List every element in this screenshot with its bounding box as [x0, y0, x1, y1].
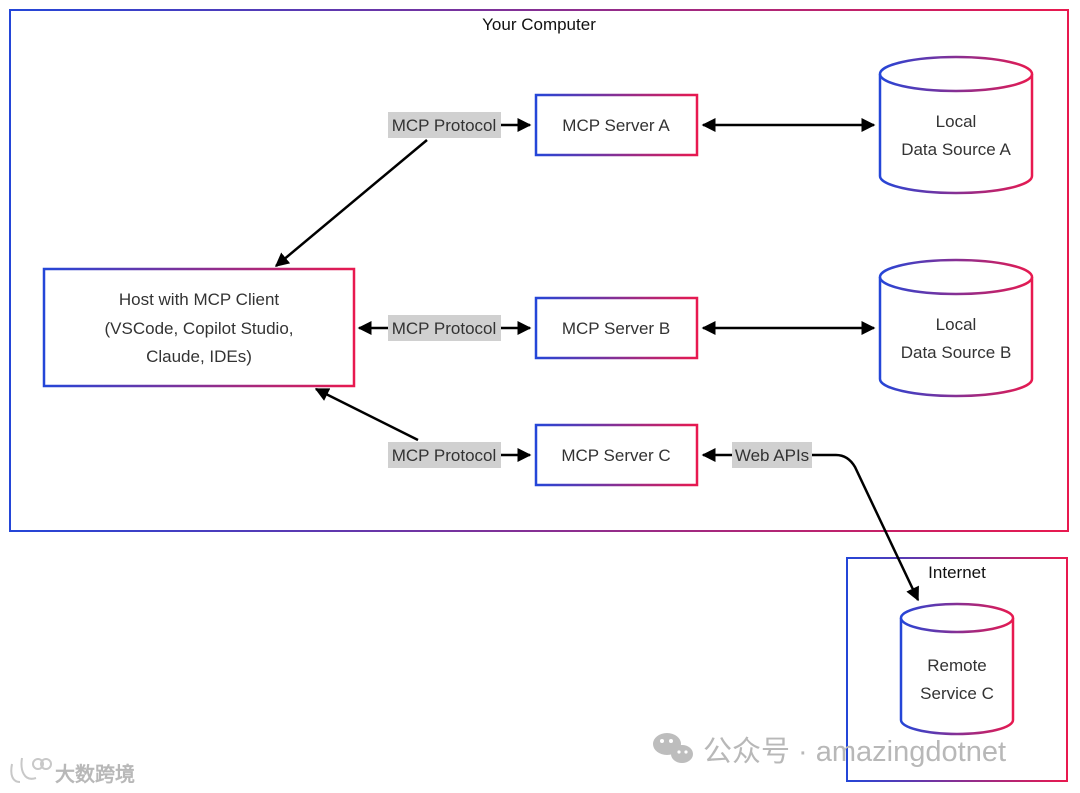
edge-web-apis-to-remote-service — [812, 453, 920, 602]
group-internet: Internet — [846, 557, 1068, 782]
group-your-computer: Your Computer — [9, 9, 1069, 532]
local-data-source-b-label-line-2: Data Source B — [901, 343, 1012, 362]
wechat-icon — [653, 733, 693, 763]
edge-label-protocol-c: MCP Protocol — [388, 442, 501, 468]
watermark-brand-text: 大数跨境 — [55, 762, 135, 786]
edge-label-protocol-b: MCP Protocol — [388, 315, 501, 341]
mcp-server-b-label: MCP Server B — [562, 319, 670, 338]
edge-protocol-c-to-host — [314, 387, 419, 442]
remote-service-c-label-line-1: Remote — [927, 656, 987, 675]
mcp-server-c-label: MCP Server C — [561, 446, 670, 465]
watermark-channel-text: 公众号 · amazingdotnet — [703, 736, 1006, 768]
host-node: Host with MCP Client (VSCode, Copilot St… — [42, 267, 356, 388]
svg-text:Web APIs: Web APIs — [735, 446, 809, 465]
mcp-server-b-node: MCP Server B — [534, 296, 699, 360]
local-data-source-b-label-line-1: Local — [936, 315, 977, 334]
edge-label-web-apis: Web APIs — [732, 442, 812, 468]
mcp-server-a-label: MCP Server A — [562, 116, 670, 135]
svg-text:MCP Protocol: MCP Protocol — [392, 116, 497, 135]
remote-service-c-label-line-2: Service C — [920, 684, 994, 703]
edge-host-to-protocol-a — [274, 139, 428, 267]
host-label-line-1: Host with MCP Client — [119, 290, 280, 309]
watermark-brand: 大数跨境 — [10, 757, 135, 786]
brand-logo — [10, 757, 52, 783]
edge-label-protocol-a: MCP Protocol — [388, 112, 501, 138]
local-data-source-a-label-line-1: Local — [936, 112, 977, 131]
local-data-source-a-label-line-2: Data Source A — [901, 140, 1011, 159]
svg-text:MCP Protocol: MCP Protocol — [392, 319, 497, 338]
group-your-computer-frame — [9, 9, 1069, 532]
local-data-source-b-node: Local Data Source B — [878, 258, 1034, 398]
svg-text:MCP Protocol: MCP Protocol — [392, 446, 497, 465]
mcp-server-c-node: MCP Server C — [534, 423, 699, 487]
local-data-source-a-node: Local Data Source A — [878, 55, 1034, 195]
group-internet-frame — [846, 557, 1068, 782]
watermark-channel: 公众号 · amazingdotnet — [653, 733, 1006, 768]
remote-service-c-node: Remote Service C — [899, 602, 1015, 736]
mcp-server-a-node: MCP Server A — [534, 93, 699, 157]
group-internet-label: Internet — [928, 563, 986, 582]
host-label-line-3: Claude, IDEs) — [146, 347, 252, 366]
group-your-computer-label: Your Computer — [482, 15, 596, 34]
host-label-line-2: (VSCode, Copilot Studio, — [105, 319, 294, 338]
